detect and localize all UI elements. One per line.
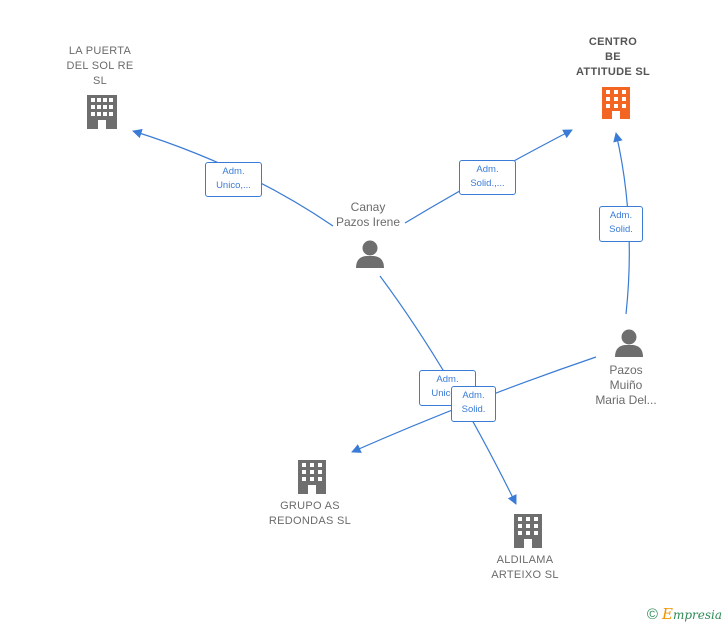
person-label-pazos[interactable]: Pazos Muiño Maria Del... xyxy=(595,363,657,407)
company-label-grupo-as[interactable]: GRUPO AS REDONDAS SL xyxy=(268,500,352,527)
brand-logo: ©Empresia xyxy=(647,605,722,623)
building-icon xyxy=(87,95,117,129)
edge-label-line2: Solid. xyxy=(609,224,633,235)
person-icon xyxy=(615,329,643,357)
building-icon xyxy=(602,87,630,119)
edge-label-line1: Adm. xyxy=(462,390,485,401)
edge-label-canay-la-puerta[interactable]: Adm. Unico,... xyxy=(205,162,262,197)
edge-label-line2: Solid.,... xyxy=(470,178,505,189)
edge-label-pazos-centro-be[interactable]: Adm. Solid. xyxy=(599,206,643,242)
person-icon xyxy=(356,240,384,268)
edge-label-line1: Adm. xyxy=(222,166,245,177)
company-label-la-puerta[interactable]: LA PUERTA DEL SOL RE SL xyxy=(66,45,134,87)
building-icon xyxy=(514,514,542,548)
company-label-aldilama[interactable]: ALDILAMA ARTEIXO SL xyxy=(491,554,559,581)
edge-label-line1: Adm. xyxy=(609,210,633,221)
edge-label-line2: Unico,... xyxy=(216,180,251,191)
edge-label-line1: Adm. xyxy=(436,374,459,385)
person-label-canay[interactable]: Canay Pazos Irene xyxy=(335,200,401,229)
copyright-icon: © xyxy=(646,606,658,623)
brand-name: mpresia xyxy=(672,608,722,622)
edge-label-pazos-grupo-as[interactable]: Adm. Solid. xyxy=(451,386,496,422)
edge-label-line2: Solid. xyxy=(461,404,486,415)
brand-initial: E xyxy=(661,605,673,623)
building-icon xyxy=(298,460,326,494)
edge-label-line1: Adm. xyxy=(476,164,499,175)
edge-label-line2: Unico... xyxy=(431,388,464,399)
company-label-centro-be[interactable]: CENTRO BE ATTITUDE SL xyxy=(576,36,650,78)
edge-label-canay-centro-be[interactable]: Adm. Solid.,... xyxy=(459,160,516,195)
